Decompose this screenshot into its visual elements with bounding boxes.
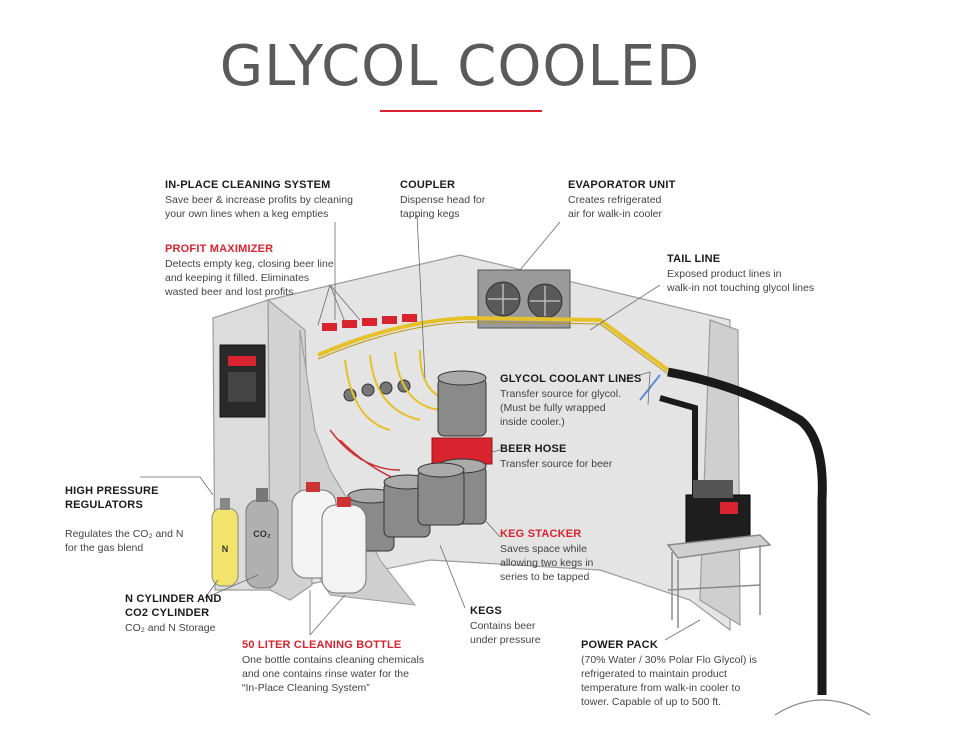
trunk-to-power-pack [659, 395, 698, 505]
co2-tank-label: CO₂ [253, 529, 271, 539]
kegs-text: Contains beer under pressure [470, 620, 541, 646]
keg-stacker-heading: KEG STACKER [500, 528, 582, 540]
glycol-coolant-lines-text: Transfer source for glycol. (Must be ful… [500, 388, 621, 428]
glycol-coolant-lines-heading: GLYCOL COOLANT LINES [500, 373, 642, 385]
callout-evaporator-unit: EVAPORATOR UNIT Creates refrigerated air… [568, 178, 708, 221]
beer-hose-lines [344, 349, 451, 431]
kegs-heading: KEGS [470, 605, 502, 617]
keg-stacker-text: Saves space while allowing two kegs in s… [500, 543, 594, 583]
callout-glycol-coolant-lines: GLYCOL COOLANT LINES Transfer source for… [500, 372, 650, 429]
callout-kegs: KEGS Contains beer under pressure [470, 604, 590, 647]
n-cylinder-text: CO₂ and N Storage [125, 622, 216, 634]
callout-coupler: COUPLER Dispense head for tapping kegs [400, 178, 520, 221]
profit-maximizer-text: Detects empty keg, closing beer line and… [165, 258, 334, 298]
callout-in-place-cleaning: IN-PLACE CLEANING SYSTEM Save beer & inc… [165, 178, 365, 221]
beer-hose-text: Transfer source for beer [500, 458, 613, 470]
cleaning-bottle-text: One bottle contains cleaning chemicals a… [242, 654, 425, 694]
evaporator-unit-text: Creates refrigerated air for walk-in coo… [568, 194, 662, 220]
title-underline [380, 110, 542, 112]
equipment-table [666, 534, 772, 628]
n-cylinder-heading: N CYLINDER AND CO2 CYLINDER [125, 593, 222, 619]
callout-tail-line: TAIL LINE Exposed product lines in walk-… [667, 252, 837, 295]
high-pressure-regulators-heading: HIGH PRESSURE REGULATORS [65, 485, 159, 511]
coupler-text: Dispense head for tapping kegs [400, 194, 486, 220]
coupler-heading: COUPLER [400, 179, 456, 191]
trunk-to-tower [667, 367, 827, 695]
tail-line-text: Exposed product lines in walk-in not tou… [667, 268, 815, 294]
in-place-cleaning-heading: IN-PLACE CLEANING SYSTEM [165, 179, 331, 191]
page-title: GLYCOL COOLED [219, 34, 701, 99]
gas-control-panel [219, 344, 266, 418]
high-pressure-regulators-text: Regulates the CO₂ and N for the gas blen… [65, 528, 184, 554]
glycol-blue-line [639, 374, 661, 401]
power-pack-heading: POWER PACK [581, 639, 658, 651]
leader-lines [140, 214, 701, 641]
tail-line-heading: TAIL LINE [667, 253, 721, 265]
n-cylinder: N [211, 498, 239, 587]
profit-maximizer-units [322, 314, 417, 331]
power-pack [685, 480, 751, 546]
glycol-trunk-line [317, 315, 670, 372]
beer-hose-heading: BEER HOSE [500, 443, 567, 455]
n-tank-label: N [222, 544, 229, 554]
glycol-trunk-shadow [317, 321, 669, 375]
profit-maximizer-heading: PROFIT MAXIMIZER [165, 243, 274, 255]
callout-beer-hose: BEER HOSE Transfer source for beer [500, 442, 650, 471]
callout-profit-maximizer: PROFIT MAXIMIZER Detects empty keg, clos… [165, 242, 365, 299]
callout-cleaning-bottle: 50 LITER CLEANING BOTTLE One bottle cont… [242, 638, 462, 695]
tower-base [774, 699, 871, 716]
in-place-cleaning-text: Save beer & increase profits by cleaning… [165, 194, 353, 220]
cleaning-bottles [291, 482, 367, 594]
co2-cylinder: CO₂ [245, 488, 279, 589]
callout-n-cylinder: N CYLINDER AND CO2 CYLINDER CO₂ and N St… [125, 592, 265, 635]
callout-keg-stacker: KEG STACKER Saves space while allowing t… [500, 527, 640, 584]
power-pack-text: (70% Water / 30% Polar Flo Glycol) is re… [581, 654, 757, 708]
evaporator-unit-heading: EVAPORATOR UNIT [568, 179, 676, 191]
callout-power-pack: POWER PACK (70% Water / 30% Polar Flo Gl… [581, 638, 781, 709]
callout-high-pressure-regulators: HIGH PRESSURE REGULATORS Regulates the C… [65, 470, 205, 569]
cleaning-bottle-heading: 50 LITER CLEANING BOTTLE [242, 639, 402, 651]
